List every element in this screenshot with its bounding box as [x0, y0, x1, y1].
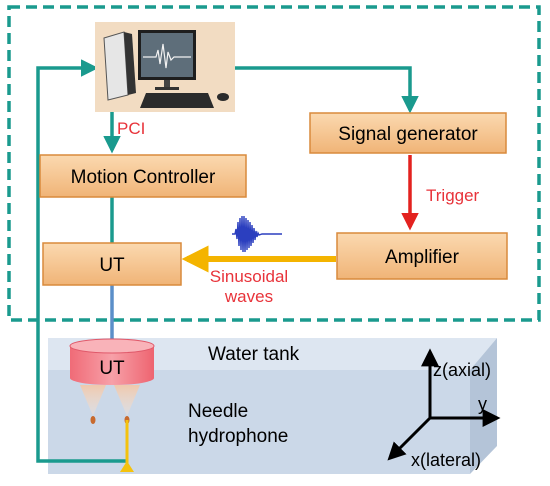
ut-box: UT [42, 242, 182, 286]
desktop-computer-icon [95, 22, 235, 112]
motion-controller-box: Motion Controller [39, 154, 247, 198]
coordinate-axes: z(axial) y x(lateral) [387, 348, 501, 470]
needle-hydrophone [120, 420, 134, 472]
ut-transducer: UT [69, 338, 155, 385]
pci-label: PCI [117, 119, 145, 138]
signal-generator-label: Signal generator [338, 124, 478, 145]
waveform-icon [232, 215, 282, 253]
sinusoidal-label-line2: waves [224, 287, 273, 306]
ut-box-label: UT [99, 255, 125, 276]
needle-label-line1: Needle [188, 401, 248, 422]
y-axis-label: y [478, 394, 487, 414]
x-axis [387, 416, 432, 461]
z-axis-label: z(axial) [433, 360, 491, 380]
needle-label-line2: hydrophone [188, 426, 288, 447]
sinusoidal-label-line1: Sinusoidal [210, 267, 288, 286]
water-tank-label: Water tank [208, 344, 300, 365]
feedback-arrow [36, 59, 128, 463]
computer-to-signal-arrow [233, 66, 419, 114]
x-axis-label: x(lateral) [411, 450, 481, 470]
motion-controller-label: Motion Controller [71, 167, 216, 188]
amplifier-box: Amplifier [336, 232, 508, 280]
ut-transducer-label: UT [99, 358, 125, 379]
signal-generator-box: Signal generator [309, 112, 507, 154]
control-system-boundary [7, 5, 541, 322]
trigger-label: Trigger [426, 186, 480, 205]
amplifier-label: Amplifier [385, 247, 460, 268]
